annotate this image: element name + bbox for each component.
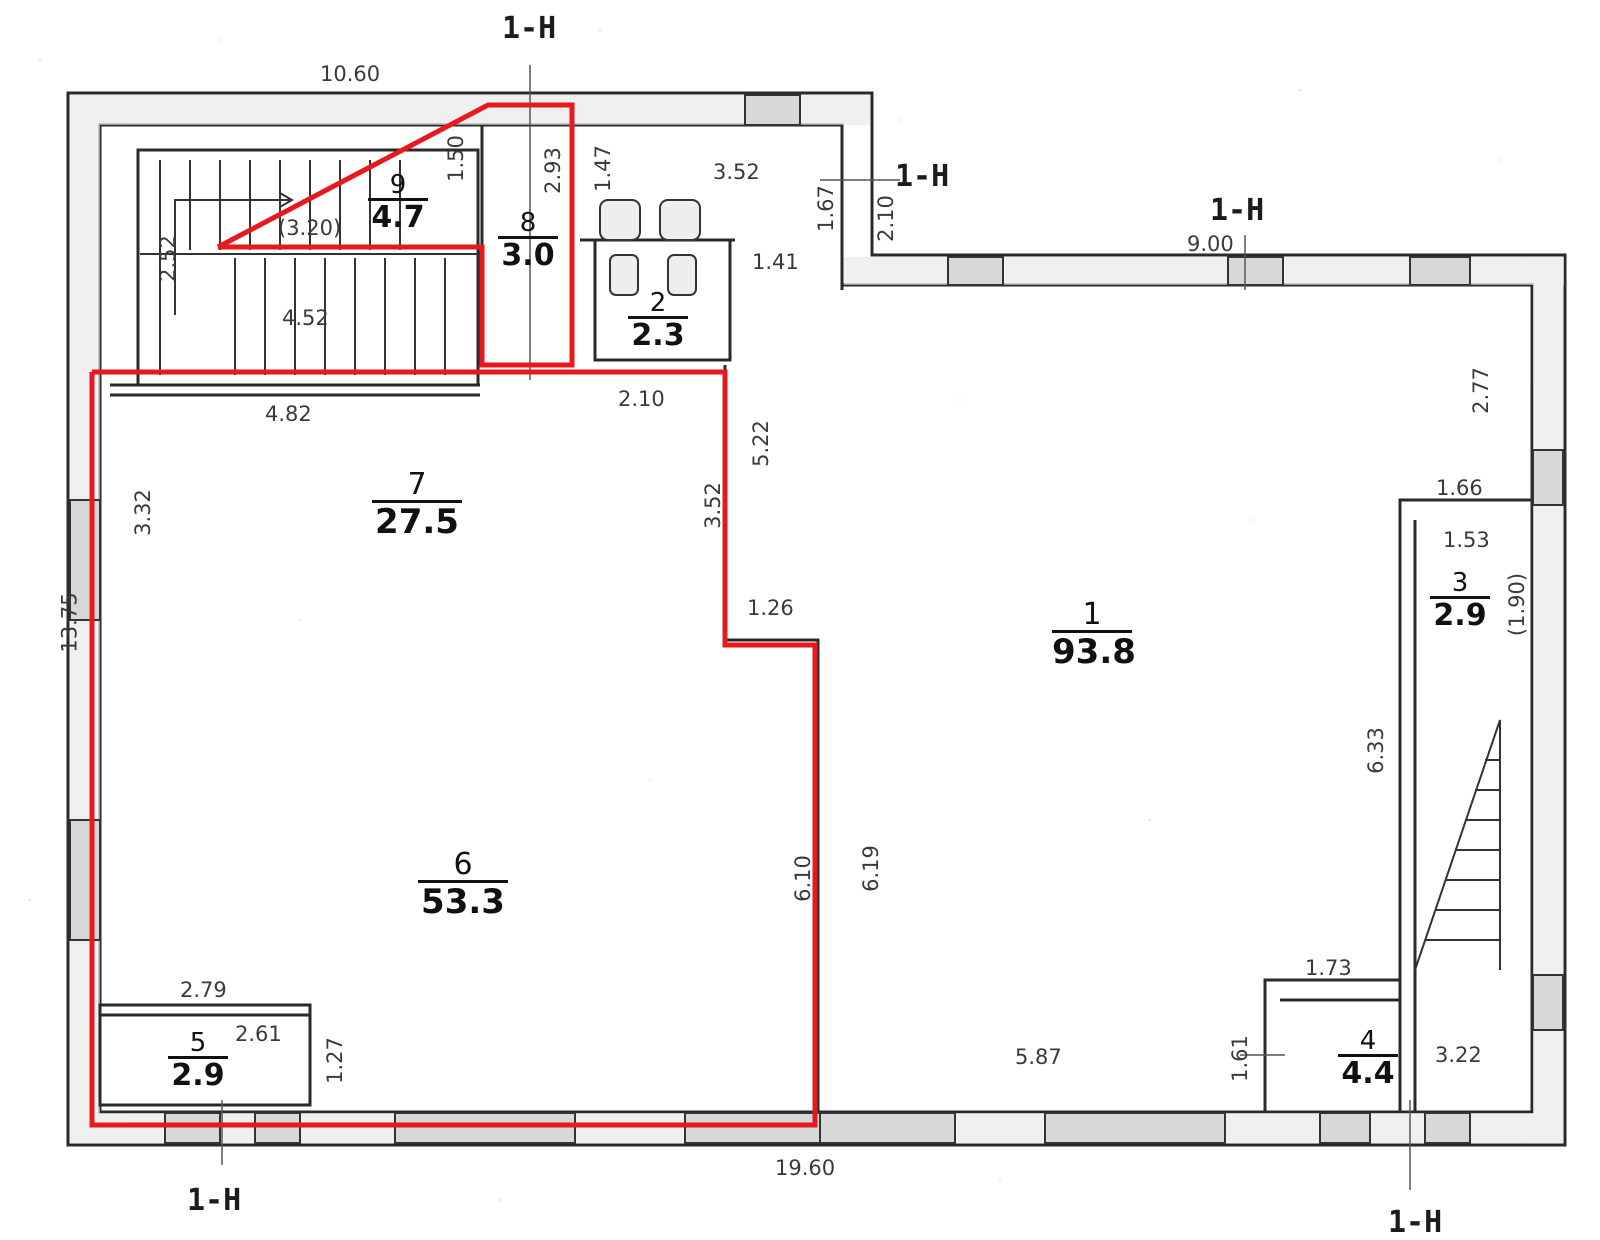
room-area: 3.0 [498, 236, 558, 271]
room-number: 2 [649, 288, 667, 318]
dimension-label: 6.10 [790, 855, 815, 902]
room-number: 1 [1082, 597, 1102, 632]
dimension-label: 3.32 [130, 489, 155, 536]
dimension-label: 9.00 [1187, 232, 1234, 256]
room-area: 2.9 [1430, 596, 1490, 631]
section-mark-bottom-right: 1-Н [1388, 1205, 1443, 1240]
room-number: 9 [389, 170, 407, 200]
room-area: 27.5 [372, 500, 462, 539]
windows [69, 94, 1564, 1144]
room-area: 2.9 [168, 1056, 228, 1091]
dimension-label: 1.61 [1227, 1035, 1252, 1082]
room-8-label: 8 3.0 [498, 210, 558, 271]
room-number: 3 [1451, 568, 1469, 598]
room-number: 7 [407, 467, 427, 502]
dimension-label: 1.67 [813, 185, 838, 232]
dimension-label: 2.10 [618, 387, 665, 411]
toilet-fixture-icon [599, 199, 701, 296]
dimension-label: (3.20) [278, 216, 342, 240]
dimension-label: 6.19 [858, 845, 883, 892]
room-number: 8 [519, 208, 537, 238]
dimension-label: 1.73 [1305, 956, 1352, 980]
dimension-label: 1.41 [752, 250, 799, 274]
dimension-label: 2.93 [540, 147, 565, 194]
dimension-label: 3.22 [1435, 1043, 1482, 1067]
dimension-label: 3.52 [700, 482, 725, 529]
section-mark-right-upper: 1-Н [895, 159, 950, 194]
dimension-label: 2.10 [873, 195, 898, 242]
dimension-label: 1.47 [590, 145, 615, 192]
dimension-label: 1.27 [322, 1037, 347, 1084]
dimension-label: 10.60 [320, 62, 381, 86]
room-area: 93.8 [1052, 630, 1136, 672]
dimension-label: 1.26 [747, 596, 794, 620]
room-area: 53.3 [418, 880, 508, 919]
stair-arrow-icon [174, 192, 294, 315]
highlight-outline [89, 102, 818, 1128]
section-mark-top-right: 1-Н [1210, 193, 1265, 228]
dimension-label: 2.77 [1468, 367, 1493, 414]
room-5-label: 5 2.9 [168, 1030, 228, 1091]
dimension-label: 4.52 [282, 306, 329, 330]
dimension-label: 1.53 [1443, 528, 1490, 552]
dimension-label: 6.33 [1363, 727, 1388, 774]
dimension-label: 19.60 [775, 1156, 836, 1180]
room-number: 4 [1359, 1026, 1377, 1056]
room-1-label: 1 93.8 [1052, 597, 1136, 672]
section-mark-top: 1-Н [502, 11, 557, 46]
staircase-treads [140, 160, 478, 375]
dimension-label: 13.75 [57, 592, 82, 653]
room-7-label: 7 27.5 [372, 470, 462, 539]
dimension-label: 3.52 [713, 160, 760, 184]
dimension-label: 4.82 [265, 402, 312, 426]
room-number: 5 [189, 1028, 207, 1058]
room-area: 2.3 [628, 316, 688, 351]
dimension-label: 2.79 [180, 978, 227, 1002]
dimension-label: 5.87 [1015, 1045, 1062, 1069]
dimension-label: 2.61 [235, 1022, 282, 1046]
room-area: 4.7 [368, 198, 428, 233]
room-9-label: 9 4.7 [368, 172, 428, 233]
section-mark-bottom-left: 1-Н [187, 1183, 242, 1218]
dimension-label: 2.52 [155, 235, 180, 282]
dimension-label: (1.90) [1505, 572, 1530, 637]
staircase-treads-right [1414, 719, 1501, 971]
room-number: 6 [453, 847, 473, 882]
room-area: 4.4 [1338, 1054, 1398, 1089]
room-6-label: 6 53.3 [418, 850, 508, 919]
dimension-label: 1.66 [1436, 476, 1483, 500]
room-4-label: 4 4.4 [1338, 1028, 1398, 1089]
dimension-label: 5.22 [748, 420, 773, 467]
dimension-label: 1.50 [443, 135, 468, 182]
interior-walls [98, 125, 1532, 1112]
room-3-label: 3 2.9 [1430, 570, 1490, 631]
room-2-label: 2 2.3 [628, 290, 688, 351]
dimension-lines [221, 65, 1411, 1190]
